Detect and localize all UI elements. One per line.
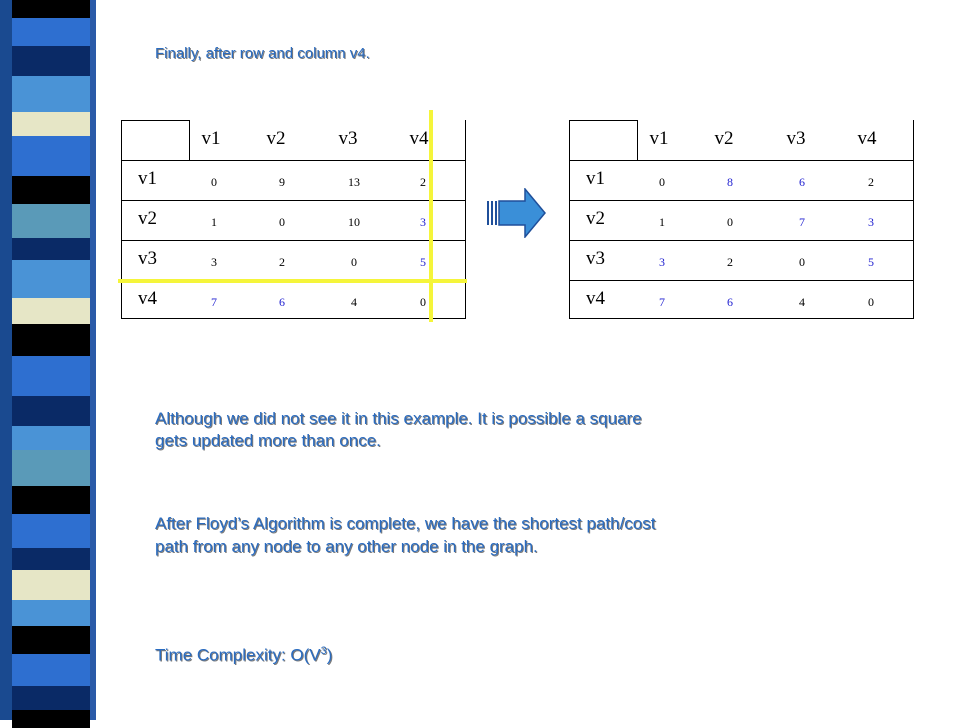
row-label-v3: v3 xyxy=(586,248,605,269)
matrix-cell: 0 xyxy=(799,255,805,269)
matrix-cell: 0 xyxy=(868,295,874,309)
matrix-cell: 4 xyxy=(799,295,805,309)
grid-line xyxy=(569,200,914,201)
grid-line xyxy=(465,120,466,318)
grid-line xyxy=(569,240,914,241)
time-complexity-text: Time Complexity: O(V3) xyxy=(155,640,332,667)
column-header-v4: v4 xyxy=(857,128,877,149)
column-header-v1: v1 xyxy=(201,128,221,149)
matrix-cell: 0 xyxy=(351,255,357,269)
grid-line xyxy=(121,120,122,318)
matrix-cell: 10 xyxy=(348,215,360,229)
row-label-v2: v2 xyxy=(138,208,157,229)
row-label-v1: v1 xyxy=(586,168,605,189)
matrix-cell: 8 xyxy=(727,175,733,189)
matrix-cell: 5 xyxy=(868,255,874,269)
matrix-cell: 6 xyxy=(799,175,805,189)
grid-line xyxy=(189,120,190,160)
matrix-cell: 4 xyxy=(351,295,357,309)
complexity-prefix: Time Complexity: O(V xyxy=(155,645,321,665)
matrix-cell: 0 xyxy=(727,215,733,229)
matrix-cell: 0 xyxy=(279,215,285,229)
note-paragraph-updates: Although we did not see it in this examp… xyxy=(155,409,642,450)
column-header-v2: v2 xyxy=(714,128,734,149)
matrix-cell: 1 xyxy=(211,215,217,229)
right-arrow-icon xyxy=(487,188,546,238)
note-paragraph-result: After Floyd’s Algorithm is complete, we … xyxy=(155,514,656,556)
matrix-cell: 7 xyxy=(659,295,665,309)
row-label-v1: v1 xyxy=(138,168,157,189)
row-label-v4: v4 xyxy=(586,288,605,309)
matrix-after: v1 v2 v3 v4 v1 v2 v3 v4 0 8 6 2 1 0 7 3 3 2 0 5 7 6 4 0 xyxy=(569,120,914,319)
column-header-v3: v3 xyxy=(786,128,806,149)
matrix-cell: 0 xyxy=(659,175,665,189)
matrix-cell: 2 xyxy=(279,255,285,269)
matrix-cell: 3 xyxy=(659,255,665,269)
grid-line xyxy=(913,120,914,318)
matrix-cell: 0 xyxy=(420,295,426,309)
row-label-v4: v4 xyxy=(138,288,157,309)
matrix-cell: 3 xyxy=(420,215,426,229)
grid-line xyxy=(569,160,914,161)
column-header-v4: v4 xyxy=(409,128,429,149)
matrix-cell: 2 xyxy=(420,175,426,189)
matrix-cell: 2 xyxy=(868,175,874,189)
complexity-exponent: 3 xyxy=(320,645,327,657)
matrix-cell: 5 xyxy=(420,255,426,269)
matrix-cell: 0 xyxy=(211,175,217,189)
grid-line xyxy=(569,280,914,281)
matrix-cell: 13 xyxy=(348,175,360,189)
grid-line xyxy=(121,240,466,241)
decorative-stripe-bar xyxy=(0,0,108,728)
matrix-cell: 3 xyxy=(211,255,217,269)
highlight-column-v4 xyxy=(429,110,433,322)
grid-line xyxy=(569,120,570,318)
matrix-cell: 7 xyxy=(799,215,805,229)
grid-line xyxy=(569,318,914,319)
matrix-cell: 1 xyxy=(659,215,665,229)
matrix-cell: 6 xyxy=(279,295,285,309)
grid-line xyxy=(121,200,466,201)
complexity-suffix: ) xyxy=(326,645,333,665)
column-header-v1: v1 xyxy=(649,128,669,149)
slide-title: Finally, after row and column v4. xyxy=(155,45,370,62)
grid-line xyxy=(637,120,638,160)
row-label-v3: v3 xyxy=(138,248,157,269)
grid-line xyxy=(121,120,189,121)
matrix-cell: 2 xyxy=(727,255,733,269)
grid-line xyxy=(121,160,466,161)
matrix-cell: 7 xyxy=(211,295,217,309)
column-header-v3: v3 xyxy=(338,128,358,149)
grid-line xyxy=(121,318,466,319)
column-header-v2: v2 xyxy=(266,128,286,149)
matrix-cell: 6 xyxy=(727,295,733,309)
row-label-v2: v2 xyxy=(586,208,605,229)
matrix-cell: 3 xyxy=(868,215,874,229)
grid-line xyxy=(569,120,637,121)
matrix-cell: 9 xyxy=(279,175,285,189)
highlight-row-v4 xyxy=(118,279,467,283)
